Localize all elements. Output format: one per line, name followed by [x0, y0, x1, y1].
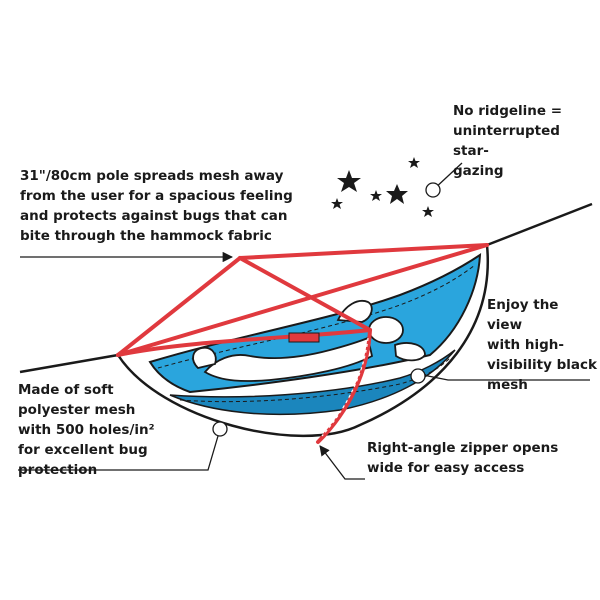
leader-view: [422, 374, 590, 381]
star-icon: [422, 206, 434, 217]
fabric-stitching: [157, 264, 476, 369]
marker-circle-icon: [212, 421, 228, 437]
callout-zipper: Right-angle zipper opens wide for easy a…: [367, 440, 559, 476]
zipper-pull: [288, 332, 320, 343]
spreader-pole: [116, 243, 489, 444]
star-icon: [337, 170, 361, 192]
callout-polyester-mesh: Made of soft polyester mesh with 500 hol…: [18, 382, 155, 478]
leader-mesh: [18, 435, 219, 471]
fabric-stitching-lower: [179, 357, 451, 403]
callout-spreader-pole: 31"/80cm pole spreads mesh away from the…: [20, 168, 293, 244]
callout-view-mesh: Enjoy the view with high- visibility bla…: [487, 297, 597, 393]
hammock-fabric-front: [169, 349, 456, 416]
zipper-seam: [321, 337, 369, 437]
marker-circle-icon: [425, 182, 441, 198]
marker-circle-icon: [410, 368, 426, 384]
suspension-line-left: [19, 353, 119, 374]
stars: [331, 157, 434, 217]
star-icon: [370, 190, 382, 201]
star-icon: [408, 157, 420, 168]
callout-ridgeline: No ridgeline = uninterrupted star- gazin…: [453, 103, 563, 179]
arrow-icon: [319, 445, 365, 480]
suspension-line-right: [486, 202, 593, 247]
callout-leaders: [18, 162, 590, 480]
star-icon: [331, 198, 343, 209]
star-icon: [386, 184, 408, 204]
